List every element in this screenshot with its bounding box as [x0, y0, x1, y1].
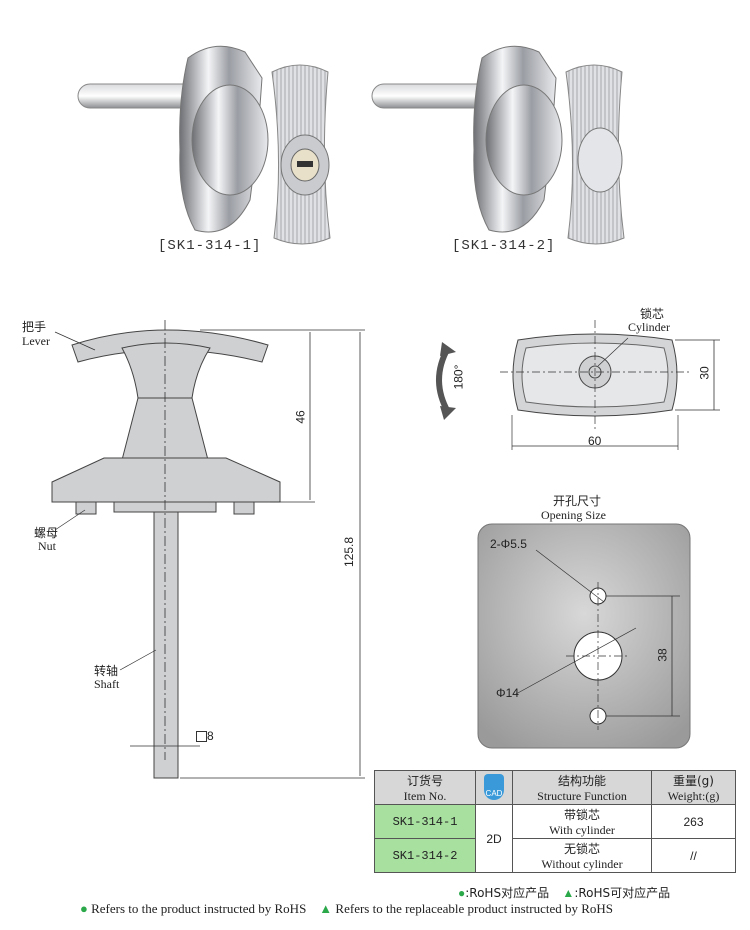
dim-height-46: 46 — [293, 410, 308, 424]
legend-cn-line: ●:RoHS对应产品 ▲:RoHS可对应产品 — [458, 884, 670, 901]
green-triangle-icon: ▲ — [319, 901, 333, 916]
dim-width-60: 60 — [588, 434, 602, 448]
nut-right — [233, 501, 255, 515]
hole-spacing-label: 38 — [655, 648, 670, 662]
shaft-label-cn: 转轴 — [94, 664, 119, 678]
green-dot-icon: ● — [80, 901, 88, 916]
lever-label-en: Lever — [22, 334, 50, 348]
cad-cell: 2D — [475, 804, 513, 873]
green-dot-icon: ● — [458, 886, 466, 900]
legend-replace-cn: :RoHS可对应产品 — [574, 886, 671, 900]
table-row: SK1-314-2 无锁芯 Without cylinder // — [374, 838, 736, 873]
header-item: 订货号 Item No. — [374, 770, 476, 805]
table-header-row: 订货号 Item No. CAD 结构功能 Structure Function… — [374, 770, 736, 805]
dim-height-30: 30 — [697, 366, 712, 380]
table-row: SK1-314-1 2D 带锁芯 With cylinder 263 — [374, 804, 736, 873]
function-cell: 无锁芯 Without cylinder — [512, 838, 652, 873]
product-sk1-314-2-image — [371, 45, 625, 245]
legend-replace-en: Refers to the replaceable product instru… — [335, 901, 614, 916]
nut-label-en: Nut — [38, 539, 56, 553]
square-icon — [196, 731, 207, 742]
hole-label: 2-Φ5.5 — [490, 537, 527, 551]
legend-en-line: ● Refers to the product instructed by Ro… — [80, 901, 613, 917]
rotation-arrow — [436, 346, 451, 414]
rotation-label: 180° — [451, 364, 466, 390]
shaft-rod — [153, 511, 179, 779]
front-view-drawing — [436, 320, 720, 450]
cylinder-label-en: Cylinder — [628, 320, 670, 334]
product-sk1-314-1-image — [77, 45, 331, 245]
header-function: 结构功能 Structure Function — [512, 770, 652, 805]
dim-total-125-8: 125.8 — [342, 536, 357, 568]
opening-title-cn: 开孔尺寸 — [553, 494, 602, 508]
opening-title-en: Opening Size — [541, 508, 606, 522]
cad-icon: CAD — [484, 774, 504, 800]
weight-cell: // — [651, 838, 736, 873]
center-hole-label: Φ14 — [496, 686, 519, 700]
header-cad: CAD — [475, 770, 513, 805]
nut-left — [75, 501, 97, 515]
cylinder-label-cn: 锁芯 — [640, 307, 665, 321]
green-triangle-icon: ▲ — [562, 886, 575, 900]
header-weight: 重量(g) Weight:(g) — [651, 770, 736, 805]
dim-square: 8 — [207, 729, 214, 743]
body-upper — [121, 342, 211, 399]
nut-label-cn: 螺母 — [34, 526, 59, 540]
side-view-drawing — [51, 320, 365, 779]
legend-rohs-en: Refers to the product instructed by RoHS — [91, 901, 307, 916]
shaft-label-en: Shaft — [94, 677, 120, 691]
opening-size-drawing — [477, 523, 691, 749]
item-cell: SK1-314-1 — [374, 804, 476, 839]
product-caption-right: [SK1-314-2] — [452, 238, 556, 254]
base-flange — [51, 457, 281, 503]
weight-cell: 263 — [651, 804, 736, 839]
function-cell: 带锁芯 With cylinder — [512, 804, 652, 839]
product-caption-left: [SK1-314-1] — [158, 238, 262, 254]
spec-table: 订货号 Item No. CAD 结构功能 Structure Function… — [374, 770, 736, 873]
legend-rohs-cn: :RoHS对应产品 — [465, 886, 550, 900]
lever-label-cn: 把手 — [22, 320, 47, 334]
item-cell: SK1-314-2 — [374, 838, 476, 873]
product-illustrations — [77, 45, 625, 245]
